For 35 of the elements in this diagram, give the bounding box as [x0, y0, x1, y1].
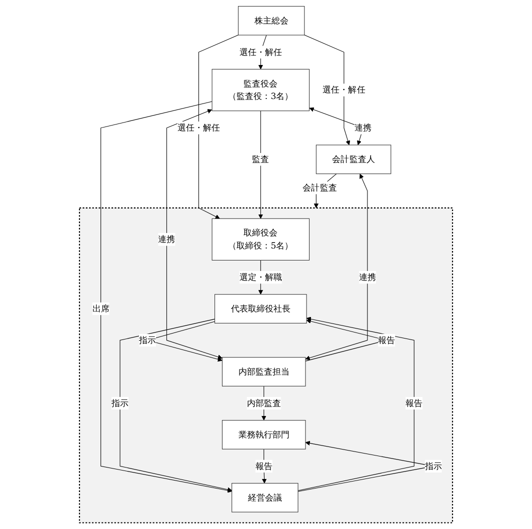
edge-label: 連携 [358, 272, 376, 282]
edge-label: 報告 [406, 398, 423, 408]
edge-label: 出席 [92, 303, 110, 314]
edge-label: 指示 [424, 460, 442, 471]
arrow [262, 448, 267, 484]
edge-label: 選任・解任 [177, 122, 220, 133]
node-box: 会計監査人 [316, 144, 392, 174]
node-box: 監査役会 （監査役：3名） [212, 68, 310, 112]
edge-label: 会計監査 [302, 182, 337, 193]
arrow [198, 34, 239, 219]
node-box: 業務執行部門 [222, 420, 306, 450]
node-box: 株主総会 [238, 6, 305, 36]
node-box: 取締役会 （取締役：5名） [212, 218, 310, 260]
edge-label: 連携 [354, 122, 372, 133]
arrow [166, 109, 222, 360]
edge-label: 連携 [158, 234, 176, 244]
cluster [78, 207, 454, 524]
edge-label: 報告 [378, 334, 396, 346]
arrow [258, 110, 263, 219]
arrow [120, 318, 232, 492]
edge-label: 選定・解職 [239, 272, 282, 282]
arrow [100, 101, 232, 493]
arrow [298, 316, 414, 491]
edge-label: 報告 [255, 460, 272, 471]
arrow [309, 107, 364, 146]
edge-label: 監査 [252, 154, 270, 164]
node-box: 内部監査担当 [222, 357, 306, 386]
edge-label: 指示 [138, 334, 156, 346]
node-box: 経営会議 [232, 482, 298, 512]
arrow [304, 34, 350, 146]
node-box: 代表取締役社長 [214, 294, 307, 324]
edge-label: 選任・解任 [322, 84, 366, 95]
edge-label: 指示 [111, 398, 129, 408]
edge-label: 選任・解任 [239, 46, 282, 57]
edge-label: 内部監査 [246, 398, 281, 408]
